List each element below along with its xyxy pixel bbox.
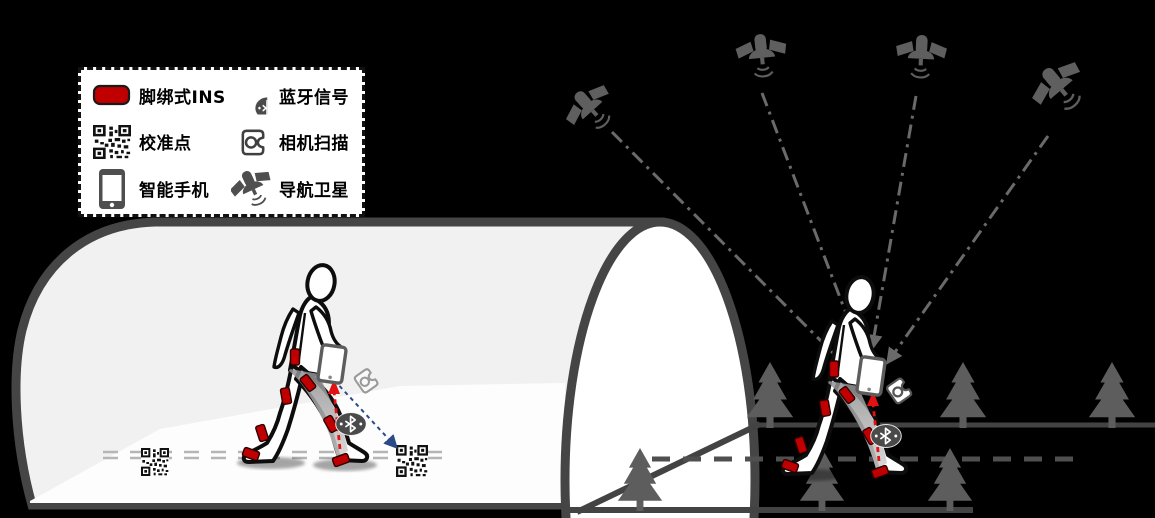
bluetooth-icon [227, 78, 279, 112]
tree-icon [939, 362, 987, 428]
legend-label: 校准点 [139, 134, 192, 155]
bluetooth-icon [869, 423, 903, 449]
satellite-signal-lines [610, 92, 1050, 371]
tunnel-mouth-arch [560, 217, 760, 518]
legend-box: 脚绑式INS 蓝牙信号 校准点 相机扫描 智能手机 导航卫星 [78, 67, 365, 217]
calibration-qr-code [396, 445, 428, 477]
legend-label: 相机扫描 [279, 134, 349, 155]
ins-sensor-icon [85, 81, 139, 109]
satellite-icon [1022, 50, 1098, 125]
calibration-qr-code [141, 448, 169, 476]
pedestrian-outdoor [776, 275, 916, 483]
satellite-icon [733, 30, 791, 81]
qr-code-icon [85, 125, 139, 159]
smartphone-icon [85, 167, 139, 211]
satellite-icon [893, 32, 949, 80]
legend-label: 智能手机 [139, 181, 209, 202]
bluetooth-icon [334, 411, 368, 437]
legend-label: 脚绑式INS [139, 87, 226, 108]
slope-line [575, 421, 762, 515]
satellite-icon [227, 169, 279, 209]
satellite-icon [556, 74, 625, 143]
legend-label: 导航卫星 [279, 181, 349, 202]
legend-label: 蓝牙信号 [279, 87, 349, 108]
camera-scan-icon [227, 125, 279, 158]
tree-icon [1088, 362, 1136, 428]
camera-scan-icon [884, 376, 914, 406]
